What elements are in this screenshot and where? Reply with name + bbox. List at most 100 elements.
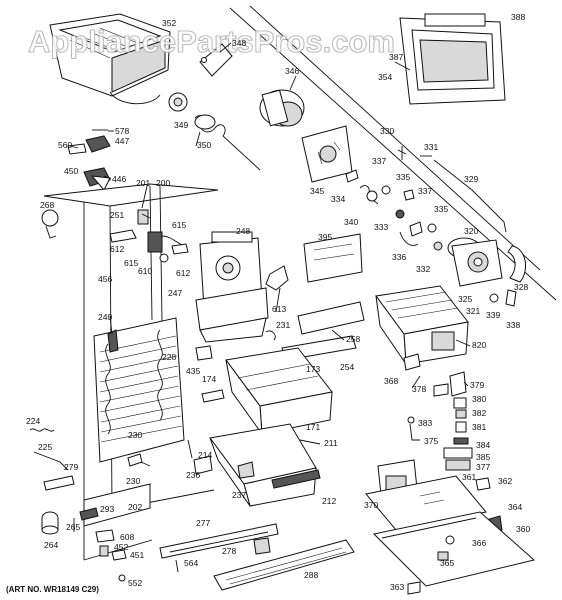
callout-label: 378 <box>412 384 426 394</box>
callout-label: 336 <box>392 252 406 262</box>
callout-label: 349 <box>174 120 188 130</box>
callout-label: 615 <box>124 258 138 268</box>
slide-rail <box>159 523 279 559</box>
callout-label: 264 <box>44 540 58 550</box>
auger-motor <box>259 89 305 127</box>
callout-label: 224 <box>26 416 40 426</box>
callout-label: 288 <box>304 570 318 580</box>
callout-label: 265 <box>66 522 80 532</box>
callout-label: 328 <box>514 282 528 292</box>
callout-label: 338 <box>506 320 520 330</box>
callout-label: 354 <box>378 72 392 82</box>
callout-label: 174 <box>202 374 216 384</box>
ice-bucket <box>49 13 171 97</box>
callout-label: 278 <box>222 546 236 556</box>
callout-label: 268 <box>40 200 54 210</box>
callout-label: 325 <box>458 294 472 304</box>
callout-label: 348 <box>232 38 246 48</box>
callout-label: 368 <box>384 376 398 386</box>
callout-label: 608 <box>120 532 134 542</box>
watermark-text: AppliancePartsPros.com <box>28 24 395 59</box>
kick-plate <box>213 539 355 591</box>
callout-label: 320 <box>464 226 478 236</box>
callout-label: 456 <box>98 274 112 284</box>
callout-label: 228 <box>162 352 176 362</box>
callout-label: 331 <box>424 142 438 152</box>
callout-label: 240 <box>98 312 112 322</box>
callout-label: 337 <box>372 156 386 166</box>
callout-label: 340 <box>344 217 358 227</box>
ice-maker <box>375 285 469 366</box>
callout-label: 381 <box>472 422 486 432</box>
cabinet-frame <box>43 183 219 561</box>
callout-label: 564 <box>184 558 198 568</box>
callout-label: 447 <box>115 136 129 146</box>
water-valve-stack <box>433 371 473 471</box>
callout-label: 451 <box>130 550 144 560</box>
fan-shroud <box>195 231 269 343</box>
callout-label: 237 <box>232 490 246 500</box>
callout-label: 334 <box>331 194 345 204</box>
callout-label: 352 <box>162 18 176 28</box>
callout-label: 202 <box>128 502 142 512</box>
callout-label: 277 <box>196 518 210 528</box>
callout-label: 435 <box>186 366 200 376</box>
part-artwork <box>29 5 557 595</box>
callout-label: 236 <box>186 470 200 480</box>
callout-label: 370 <box>364 500 378 510</box>
callout-label: 329 <box>464 174 478 184</box>
callout-label: 247 <box>168 288 182 298</box>
callout-label: 610 <box>138 266 152 276</box>
callout-label: 211 <box>324 438 338 448</box>
callout-label: 365 <box>440 558 454 568</box>
callout-label: 387 <box>389 52 403 62</box>
callout-label: 361 <box>462 472 476 482</box>
callout-label: 200 <box>156 178 170 188</box>
callout-label: 615 <box>172 220 186 230</box>
dispenser-frame <box>399 13 506 105</box>
callout-label: 251 <box>110 210 124 220</box>
callout-label: 820 <box>472 340 486 350</box>
drip-tray <box>372 511 536 587</box>
callout-label: 446 <box>112 174 126 184</box>
callout-label: 395 <box>318 232 332 242</box>
callout-label: 450 <box>64 166 78 176</box>
callout-label: 332 <box>416 264 430 274</box>
callout-label: 330 <box>380 126 394 136</box>
callout-label: 613 <box>272 304 286 314</box>
ice-maker-motor <box>447 237 503 287</box>
callout-label: 254 <box>340 362 354 372</box>
ice-bin <box>209 423 317 507</box>
callout-label: 366 <box>472 538 486 548</box>
callout-label: 362 <box>498 476 512 486</box>
callout-label: 230 <box>128 430 142 440</box>
callout-label: 171 <box>306 422 320 432</box>
callout-label: 380 <box>472 394 486 404</box>
callout-label: 382 <box>472 408 486 418</box>
callout-label: 231 <box>276 320 290 330</box>
callout-label: 385 <box>476 452 490 462</box>
callout-label: 350 <box>197 140 211 150</box>
callout-label: 364 <box>508 502 522 512</box>
callout-label: 377 <box>476 462 490 472</box>
callout-label: 337 <box>418 186 432 196</box>
callout-label: 552 <box>128 578 142 588</box>
callout-label: 225 <box>38 442 52 452</box>
callout-label: 335 <box>396 172 410 182</box>
callout-label: 201 <box>136 178 150 188</box>
art-number: (ART NO. WR18149 C29) <box>6 585 99 594</box>
callout-label: 258 <box>346 334 360 344</box>
evaporator <box>93 317 185 463</box>
callout-label: 173 <box>306 364 320 374</box>
callout-label: 339 <box>486 310 500 320</box>
callout-label: 388 <box>511 12 525 22</box>
callout-label: 578 <box>115 126 129 136</box>
leader-lines <box>69 42 471 445</box>
callout-label: 363 <box>390 582 404 592</box>
callout-label: 230 <box>126 476 140 486</box>
callout-label: 345 <box>310 186 324 196</box>
callout-label: 321 <box>466 306 480 316</box>
callout-labels: 352 348 388 387 346 354 578 447 349 560 … <box>26 12 530 592</box>
callout-label: 383 <box>418 418 432 428</box>
